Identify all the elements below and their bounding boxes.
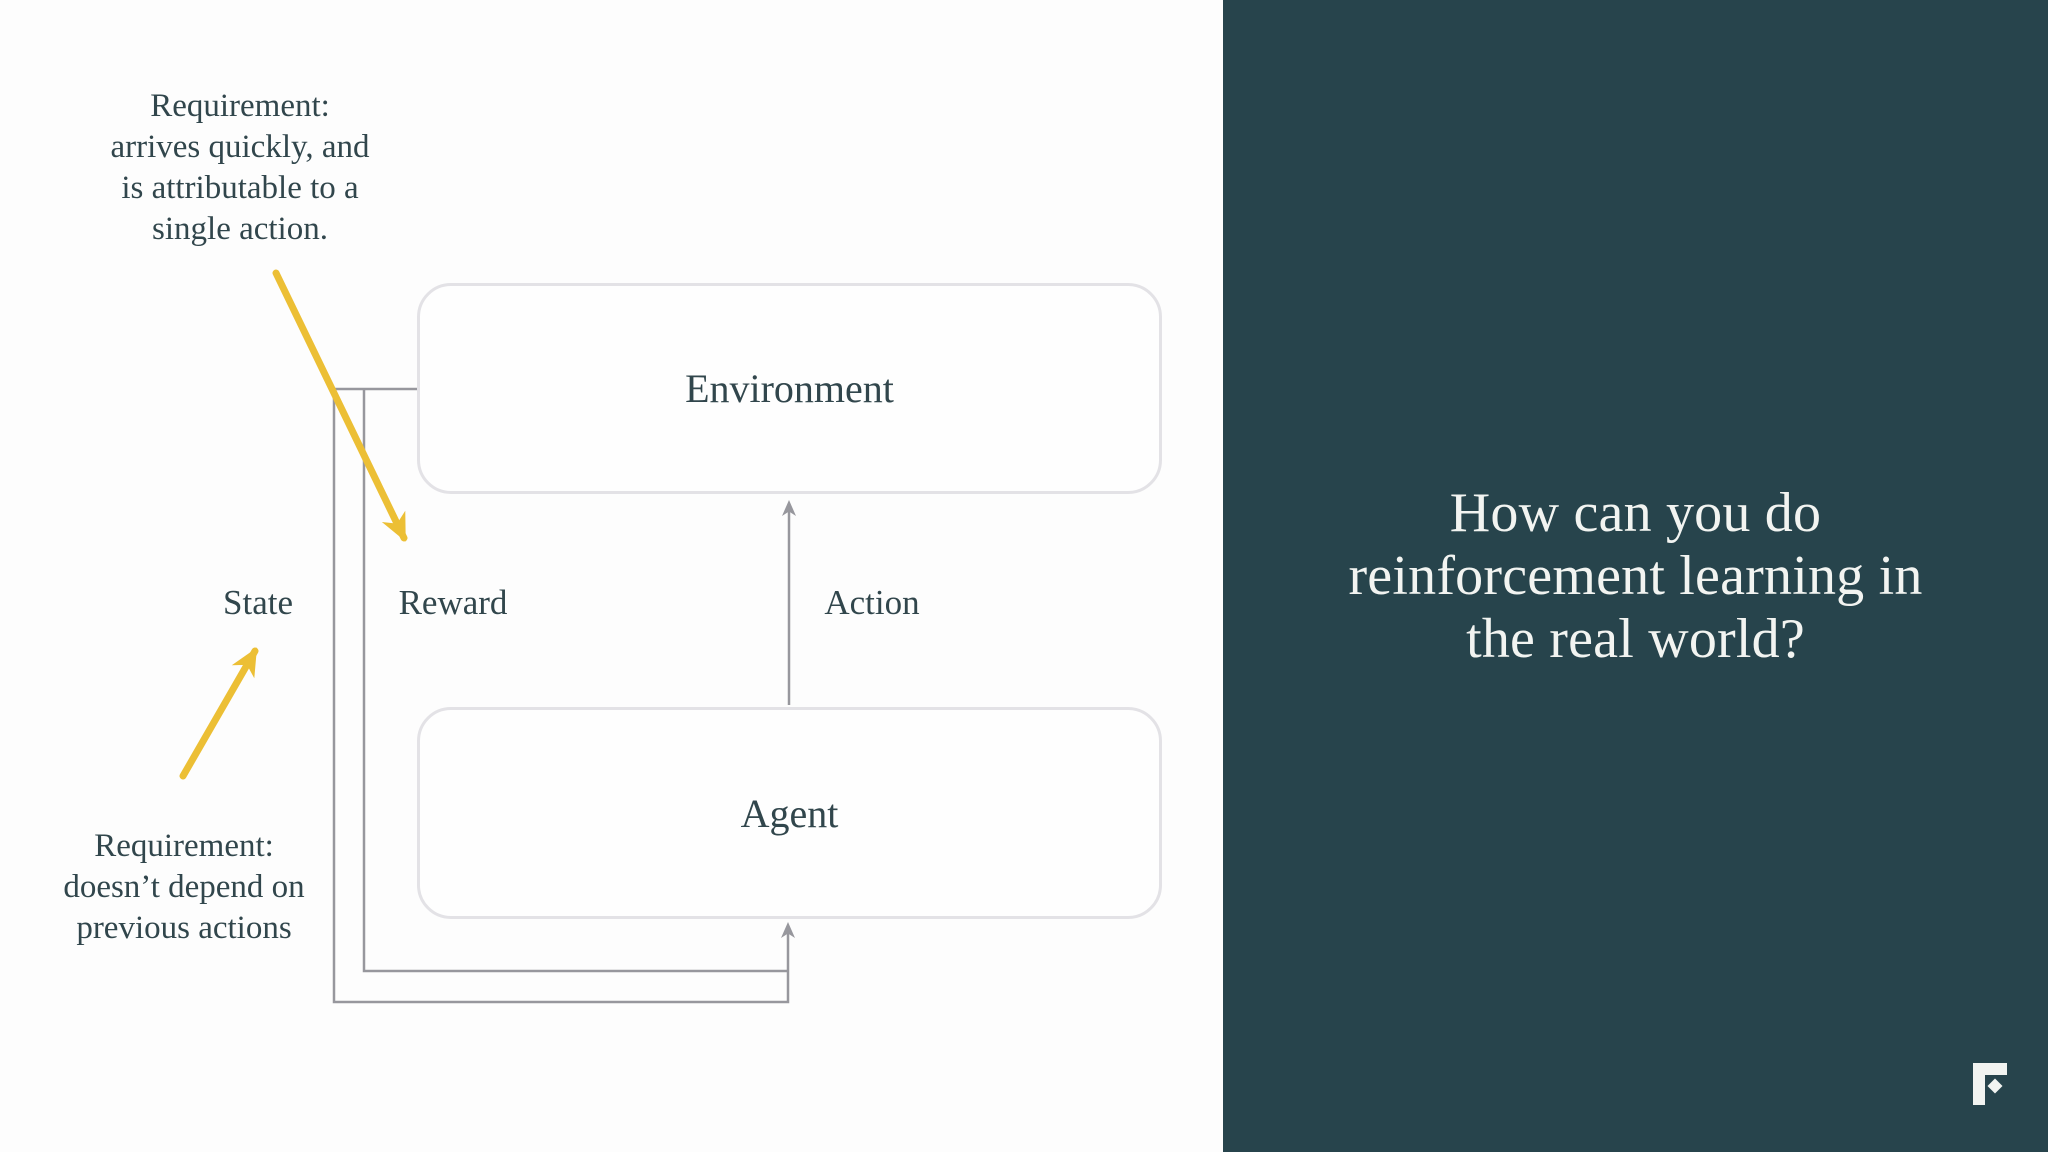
title-line: How can you do	[1449, 481, 1822, 544]
diagram-connectors	[179, 269, 796, 1004]
logo-f-shape	[1973, 1063, 2007, 1105]
note-state-requirement: Requirement: doesn’t depend on previous …	[34, 826, 334, 949]
environment-box: Environment	[417, 283, 1162, 494]
state-label: State	[223, 583, 293, 622]
f-logomark-icon	[1973, 1063, 2007, 1105]
logo-diamond-shape	[1987, 1078, 2003, 1094]
note-line: previous actions	[76, 910, 292, 946]
note-line: is attributable to a	[121, 170, 359, 206]
annotation-arrow-state	[179, 647, 259, 780]
environment-label: Environment	[685, 366, 894, 411]
state-loop-connector	[332, 387, 795, 1004]
reward-connector	[362, 389, 788, 973]
note-line: Requirement:	[94, 828, 274, 864]
annotation-arrow-reward	[272, 269, 408, 542]
note-line: arrives quickly, and	[110, 129, 370, 165]
title-panel: How can you do reinforcement learning in…	[1223, 0, 2048, 1152]
action-label: Action	[824, 583, 920, 622]
title-line: reinforcement learning in	[1348, 544, 1923, 607]
note-line: Requirement:	[150, 88, 330, 124]
note-line: single action.	[152, 211, 328, 247]
agent-label: Agent	[740, 790, 839, 836]
note-reward-requirement: Requirement: arrives quickly, and is att…	[90, 86, 390, 250]
agent-box: Agent	[417, 707, 1162, 919]
slide-title: How can you do reinforcement learning in…	[1348, 482, 1922, 671]
title-line: the real world?	[1466, 607, 1805, 670]
note-line: doesn’t depend on	[63, 869, 305, 905]
diagram-panel: Environment Agent State Reward Action Re…	[34, 86, 1162, 1004]
reward-label: Reward	[398, 583, 508, 622]
